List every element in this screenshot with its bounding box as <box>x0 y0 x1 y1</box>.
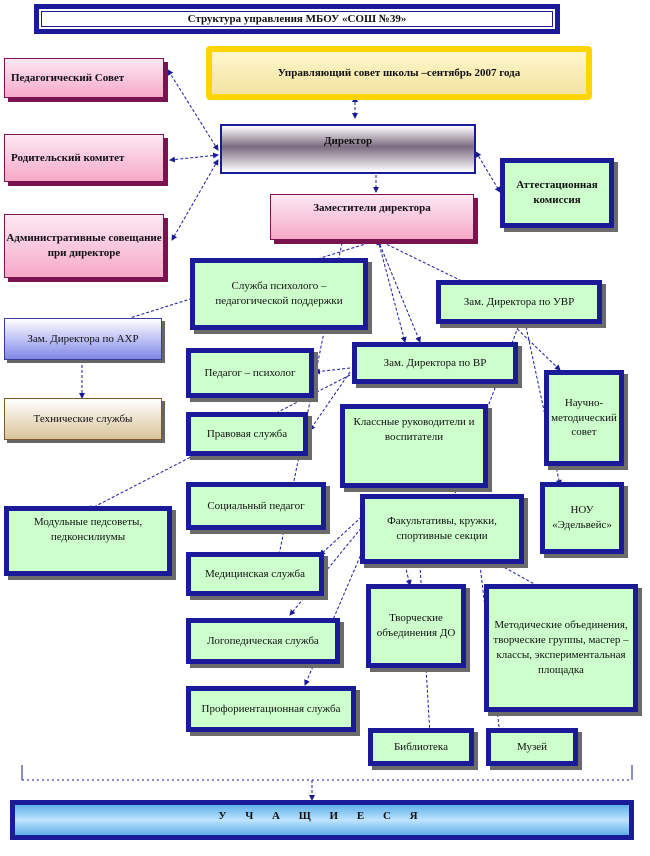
scientific-methodical-council-box: Научно-методический совет <box>544 370 624 466</box>
technical-services-box: Технические службы <box>4 398 162 440</box>
electives-box: Факультативы, кружки, спортивные секции <box>360 494 524 564</box>
library-box: Библиотека <box>368 728 474 766</box>
nou-edelweiss-box: НОУ «Эдельвейс» <box>540 482 624 554</box>
career-guidance-service-box: Профориентационная служба <box>186 686 356 732</box>
attestation-commission-box: Аттестационная комиссия <box>500 158 614 228</box>
museum-box: Музей <box>486 728 578 766</box>
creative-associations-box: Творческие объединения ДО <box>366 584 466 668</box>
parent-committee-box: Родительский комитет <box>4 134 164 182</box>
students-box: У Ч А Щ И Е С Я <box>10 800 634 840</box>
admin-meetings-box: Административные совещание при директоре <box>4 214 164 278</box>
speech-therapy-service-box: Логопедическая служба <box>186 618 340 664</box>
diagram-title: Структура управления МБОУ «СОШ №39» <box>34 4 560 34</box>
deputy-vr-box: Зам. Директора по ВР <box>352 342 518 384</box>
social-pedagogue-box: Социальный педагог <box>186 482 326 530</box>
director-box: Директор <box>220 124 476 174</box>
governing-council-box: Управляющий совет школы –сентябрь 2007 г… <box>206 46 592 100</box>
psych-support-service-box: Служба психолого – педагогической поддер… <box>190 258 368 330</box>
teacher-psychologist-box: Педагог – психолог <box>186 348 314 398</box>
class-teachers-box: Классные руководители и воспитатели <box>340 404 488 488</box>
pedagogical-council-box: Педагогический Совет <box>4 58 164 98</box>
deputies-box: Заместители директора <box>270 194 474 240</box>
medical-service-box: Медицинская служба <box>186 552 324 596</box>
deputy-ahr-box: Зам. Директора по АХР <box>4 318 162 360</box>
deputy-uvr-box: Зам. Директора по УВР <box>436 280 602 324</box>
methodical-associations-box: Методические объединения, творческие гру… <box>484 584 638 712</box>
legal-service-box: Правовая служба <box>186 412 308 456</box>
modular-councils-box: Модульные педсоветы, педконсилиумы <box>4 506 172 576</box>
